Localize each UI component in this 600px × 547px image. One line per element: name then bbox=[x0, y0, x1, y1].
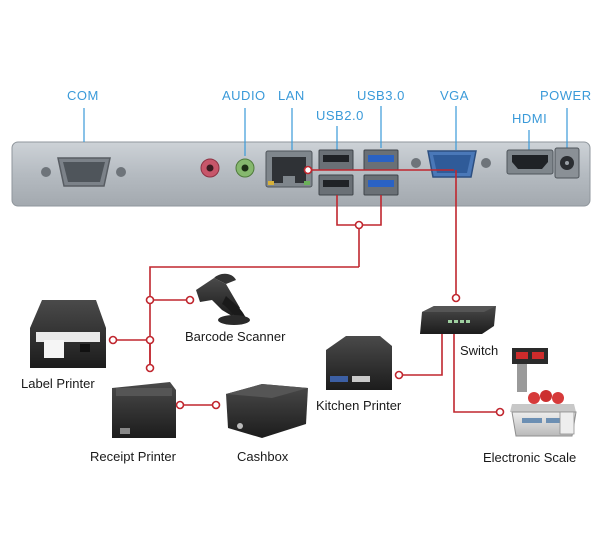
connection-nodes bbox=[108, 165, 505, 417]
port-label-lan: LAN bbox=[278, 88, 305, 103]
port-leader-lines bbox=[83, 106, 568, 156]
port-label-power: POWER bbox=[540, 88, 592, 103]
com-port-icon bbox=[41, 157, 126, 187]
audio-jack-icon bbox=[200, 158, 255, 178]
electronic-scale-icon bbox=[510, 348, 577, 437]
port-label-hdmi: HDMI bbox=[512, 111, 548, 126]
device-label-kitchen-printer: Kitchen Printer bbox=[316, 398, 402, 413]
cashbox-icon bbox=[226, 384, 308, 438]
network-switch-icon bbox=[420, 306, 496, 334]
device-label-electronic-scale: Electronic Scale bbox=[483, 450, 577, 465]
port-label-audio: AUDIO bbox=[222, 88, 266, 103]
port-label-usb2: USB2.0 bbox=[316, 108, 364, 123]
port-label-vga: VGA bbox=[440, 88, 469, 103]
hdmi-port-icon bbox=[506, 149, 554, 175]
device-label-barcode-scanner: Barcode Scanner bbox=[185, 329, 286, 344]
port-label-com: COM bbox=[67, 88, 99, 103]
receipt-printer-icon bbox=[112, 382, 176, 438]
port-label-usb3: USB3.0 bbox=[357, 88, 405, 103]
device-label-cashbox: Cashbox bbox=[237, 449, 289, 464]
connection-lines bbox=[113, 169, 500, 413]
device-label-label-printer: Label Printer bbox=[21, 376, 95, 391]
power-jack-icon bbox=[554, 147, 580, 179]
usb3-port-icon bbox=[363, 149, 399, 196]
device-label-receipt-printer: Receipt Printer bbox=[90, 449, 176, 464]
label-printer-icon bbox=[30, 300, 106, 368]
barcode-scanner-icon bbox=[196, 273, 250, 325]
lan-port-icon bbox=[265, 150, 313, 188]
kitchen-printer-icon bbox=[326, 336, 392, 390]
device-label-switch: Switch bbox=[460, 343, 499, 358]
